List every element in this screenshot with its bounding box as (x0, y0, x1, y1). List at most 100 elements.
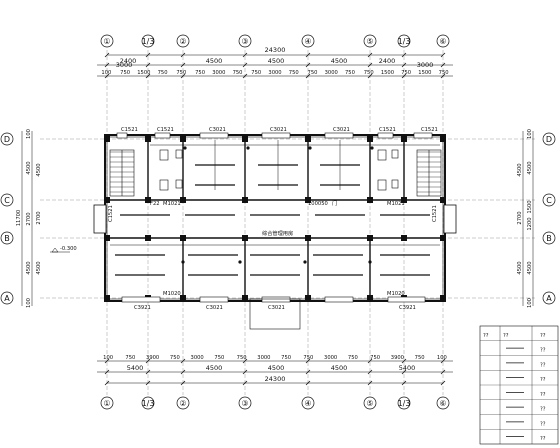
window-label: C3021 (206, 305, 223, 311)
dim-right-part: 100 (527, 129, 533, 139)
dim-bottom-row1: 750 (125, 355, 135, 361)
dim-top-row2: 750 (364, 70, 374, 76)
dim-top-row2: 750 (439, 70, 449, 76)
column (242, 197, 248, 203)
axis-bubble-label: B (546, 234, 552, 243)
dim-top-row2: 1500 (137, 70, 150, 76)
dim-bottom-row1: 3000 (257, 355, 270, 361)
stair-note-tail: 门 (332, 199, 337, 207)
sink-fixture (391, 179, 399, 189)
dim-total-bottom: 24300 (265, 375, 286, 383)
switch-symbol (183, 146, 187, 150)
column (305, 295, 311, 301)
dim-top-row2: 1500 (381, 70, 394, 76)
axis-bubble (238, 396, 252, 410)
window-label: C3021 (268, 305, 285, 311)
column (180, 197, 186, 203)
dimension-tick (145, 73, 151, 79)
axis-bubble (238, 34, 252, 48)
dim-bottom-row2: 5400 (399, 364, 416, 372)
dim-top-row1: 4500 (331, 57, 348, 65)
axis-bubble-label: A (546, 294, 552, 303)
column (367, 136, 373, 142)
window-label: C1521 (121, 127, 138, 133)
column (242, 136, 248, 142)
axis-bubble (436, 396, 450, 410)
axis-bubble-label: ③ (241, 37, 248, 46)
dimension-tick (440, 73, 446, 79)
stair-note: 100050 (308, 201, 328, 207)
axis-bubble (0, 132, 14, 146)
dimension-tick (104, 369, 110, 375)
dimension-tick (180, 358, 186, 364)
dimension-tick (180, 369, 186, 375)
dimension-tick (242, 369, 248, 375)
column (440, 197, 446, 203)
dimension-tick (305, 62, 311, 68)
toilet-fixture (377, 179, 387, 191)
dimension-tick (104, 358, 110, 364)
axis-bubble-label: ⑥ (439, 399, 446, 408)
dim-top-row2: 750 (158, 70, 168, 76)
dimension-tick (440, 358, 446, 364)
electrical-fixtures (110, 140, 440, 276)
dim-top-row1-end: 3000 (116, 61, 133, 69)
axis-bubble-label: ② (179, 37, 186, 46)
dimension-tick (242, 52, 248, 58)
window-label: C3021 (333, 127, 350, 133)
level-label: -0.300 (60, 246, 77, 252)
dimension-tick (440, 369, 446, 375)
window-label: C3921 (134, 305, 151, 311)
column (104, 136, 110, 142)
dimension-tick (145, 62, 151, 68)
dim-top-row2: 750 (251, 70, 261, 76)
window-bottom (261, 296, 291, 303)
dimension-tick (242, 358, 248, 364)
axis-bubble (141, 34, 155, 48)
dimension-tick (180, 52, 186, 58)
dim-left-part: 4500 (36, 261, 42, 274)
window-top (261, 132, 291, 139)
dim-bottom-row1: 100 (103, 355, 113, 361)
axis-bubble (100, 396, 114, 410)
axis-bubble-label: ① (103, 37, 110, 46)
legend-cell: ?? (540, 362, 546, 368)
window-bottom (324, 296, 354, 303)
window-bottom (199, 296, 229, 303)
axis-bubble (141, 396, 155, 410)
axis-bubble (301, 396, 315, 410)
dimension-tick (367, 380, 373, 386)
column (242, 295, 248, 301)
side-door-left (93, 204, 107, 234)
dim-bottom-row1: 750 (170, 355, 180, 361)
dimension-tick (145, 358, 151, 364)
dimension-tick (104, 380, 110, 386)
dimension-tick (401, 358, 407, 364)
dimension-tick (180, 73, 186, 79)
dimension-tick (104, 73, 110, 79)
dim-bottom-row2: 4500 (331, 364, 348, 372)
window-label: C1521 (108, 205, 114, 222)
dimension-tick (242, 73, 248, 79)
switch-symbol (308, 146, 312, 150)
axis-bubble-label: ⑤ (366, 37, 373, 46)
legend-cell: ?? (503, 333, 509, 339)
axis-bubble (176, 396, 190, 410)
dimension-tick (401, 52, 407, 58)
door-label: M1020 (387, 291, 405, 297)
dim-right-part: 1500 (527, 200, 533, 213)
dimension-tick (367, 52, 373, 58)
axis-bubble-label: ② (179, 399, 186, 408)
axis-bubble (436, 34, 450, 48)
exterior-wall (104, 134, 446, 302)
axis-bubble (542, 132, 556, 146)
axis-grid-lines (40, 50, 535, 395)
window-label: C1521 (432, 205, 438, 222)
column (104, 197, 110, 203)
dim-top-row2: 3000 (268, 70, 281, 76)
dim-bottom-row2: 4500 (268, 364, 285, 372)
dim-right-part: 4500 (527, 161, 533, 174)
axis-bubble (542, 193, 556, 207)
dim-bottom-row1: 750 (237, 355, 247, 361)
dimension-tick (305, 73, 311, 79)
